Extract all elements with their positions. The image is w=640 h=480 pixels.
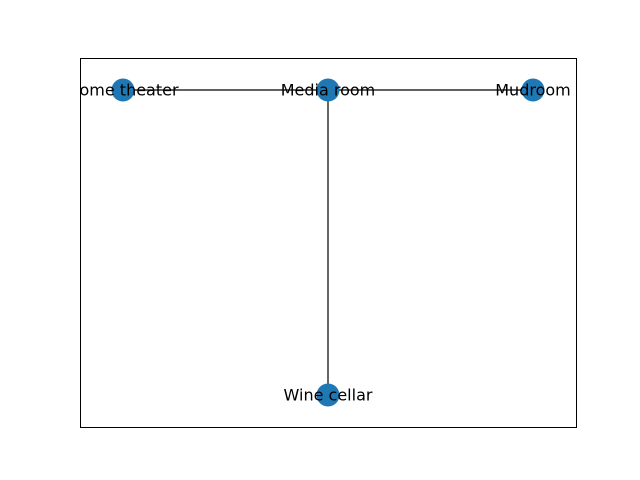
node-label-media-room: Media room xyxy=(281,81,376,100)
node-label-home-theater: Home theater xyxy=(67,81,179,100)
node-mudroom xyxy=(521,78,545,102)
node-media-room xyxy=(316,78,340,102)
node-label-mudroom: Mudroom xyxy=(495,81,571,100)
node-label-wine-cellar: Wine cellar xyxy=(284,386,373,405)
node-wine-cellar xyxy=(316,383,340,407)
plot-frame xyxy=(80,58,577,428)
edges-layer xyxy=(123,89,533,395)
nodes-layer xyxy=(111,78,545,407)
node-home-theater xyxy=(111,78,135,102)
